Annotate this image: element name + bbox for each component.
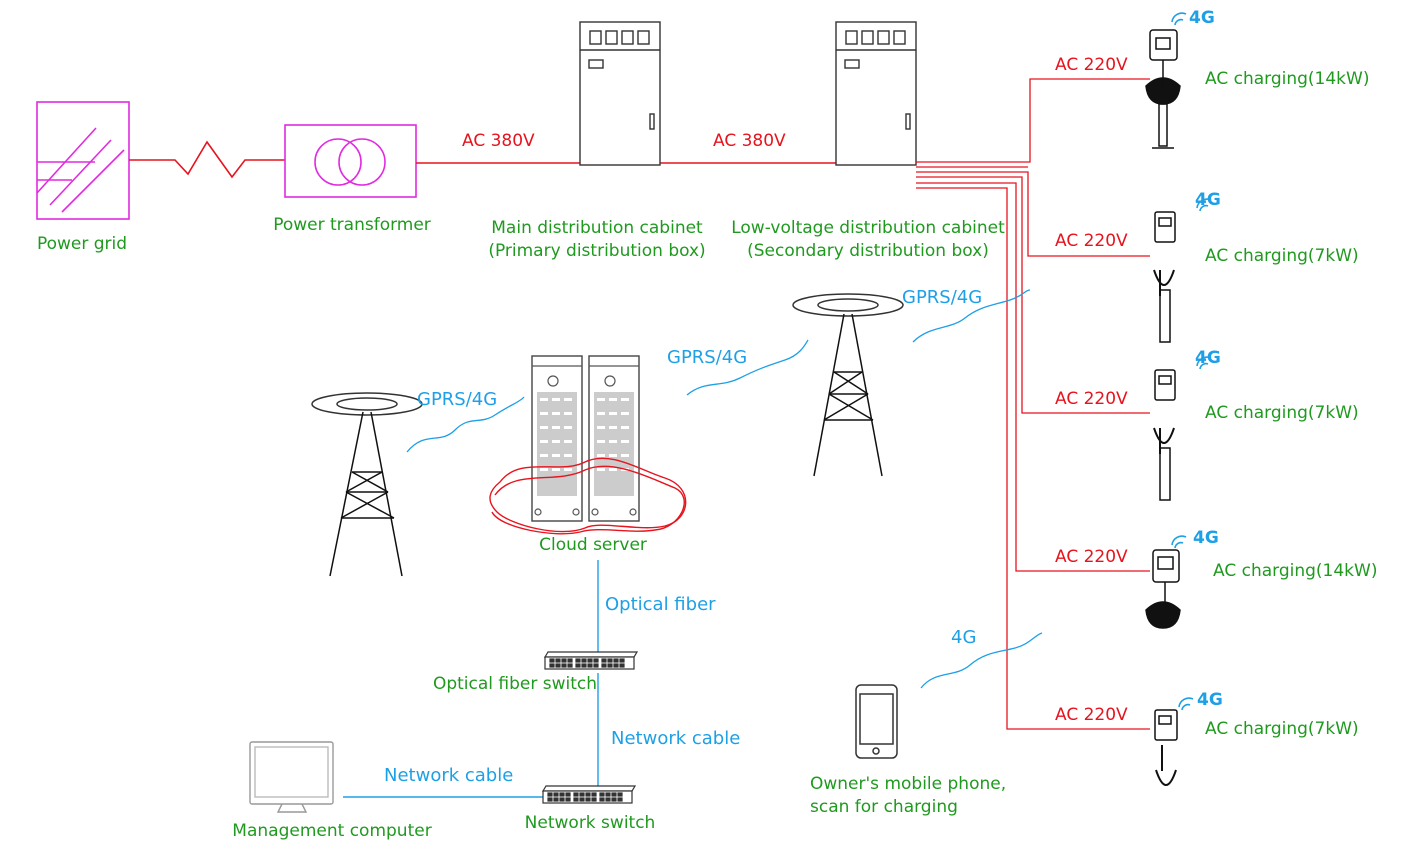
charger-5-signal: 4G	[1197, 690, 1223, 710]
charger-1-icon	[1145, 29, 1181, 149]
phone-label: Owner's mobile phone, scan for charging	[810, 773, 1006, 819]
charger-3-icon	[1153, 369, 1176, 501]
management-computer-label: Management computer	[232, 821, 432, 841]
main-cabinet-label-line1: Main distribution cabinet	[491, 218, 703, 238]
tower-left-icon	[311, 392, 423, 577]
optical-fiber-switch-icon	[543, 651, 639, 670]
lv-cabinet-label-line2: (Secondary distribution box)	[747, 241, 989, 261]
main-cabinet-label: Main distribution cabinet (Primary distr…	[488, 217, 705, 263]
optical-fiber-switch-label: Optical fiber switch	[432, 674, 598, 694]
charger-5-voltage: AC 220V	[1055, 705, 1128, 725]
charger-4-label: AC charging(14kW)	[1213, 561, 1378, 581]
wifi-icons	[1171, 12, 1212, 711]
charger-2-label: AC charging(7kW)	[1205, 246, 1359, 266]
gprs-right-label: GPRS/4G	[902, 287, 983, 308]
ac380-label-2: AC 380V	[713, 131, 786, 151]
charger-1-signal: 4G	[1189, 8, 1215, 28]
network-cable-vertical-label: Network cable	[611, 728, 741, 749]
charger-3-signal: 4G	[1195, 348, 1221, 368]
wireless-links	[406, 289, 1043, 689]
mobile-phone-icon	[855, 684, 898, 759]
main-cabinet-label-line2: (Primary distribution box)	[488, 241, 706, 261]
phone-4g-label: 4G	[951, 627, 977, 648]
tower-right-icon	[792, 293, 904, 477]
ac380-label-1: AC 380V	[462, 131, 535, 151]
optical-fiber-label: Optical fiber	[605, 594, 716, 615]
gprs-left-label: GPRS/4G	[417, 389, 498, 410]
charger-5-label: AC charging(7kW)	[1205, 719, 1359, 739]
charger-1-voltage: AC 220V	[1055, 55, 1128, 75]
network-switch-icon	[541, 785, 637, 804]
charger-4-icon	[1145, 549, 1181, 629]
network-cable-horizontal-label: Network cable	[384, 765, 514, 786]
main-cabinet-icon	[579, 21, 661, 166]
charger-4-signal: 4G	[1193, 528, 1219, 548]
phone-label-line2: scan for charging	[810, 797, 958, 817]
power-grid-icon	[36, 101, 130, 220]
charger-5-icon	[1154, 709, 1178, 786]
power-transformer-icon	[284, 124, 417, 198]
network-switch-label: Network switch	[524, 813, 656, 833]
power-grid-label: Power grid	[36, 234, 128, 254]
lv-cabinet-icon	[835, 21, 917, 166]
charger-3-voltage: AC 220V	[1055, 389, 1128, 409]
gprs-mid-label: GPRS/4G	[667, 347, 748, 368]
lv-cabinet-label: Low-voltage distribution cabinet (Second…	[731, 217, 1005, 263]
charger-4-voltage: AC 220V	[1055, 547, 1128, 567]
lv-cabinet-label-line1: Low-voltage distribution cabinet	[731, 218, 1005, 238]
grid-transformer-line	[129, 140, 285, 179]
charger-3-label: AC charging(7kW)	[1205, 403, 1359, 423]
phone-label-line1: Owner's mobile phone,	[810, 774, 1007, 794]
charger-1-label: AC charging(14kW)	[1205, 69, 1370, 89]
charger-2-signal: 4G	[1195, 190, 1221, 210]
management-computer-icon	[249, 741, 334, 813]
charger-2-icon	[1153, 211, 1176, 343]
power-transformer-label: Power transformer	[273, 215, 431, 235]
cloud-server-icon	[489, 355, 687, 535]
cloud-server-label: Cloud server	[539, 535, 647, 555]
charger-2-voltage: AC 220V	[1055, 231, 1128, 251]
